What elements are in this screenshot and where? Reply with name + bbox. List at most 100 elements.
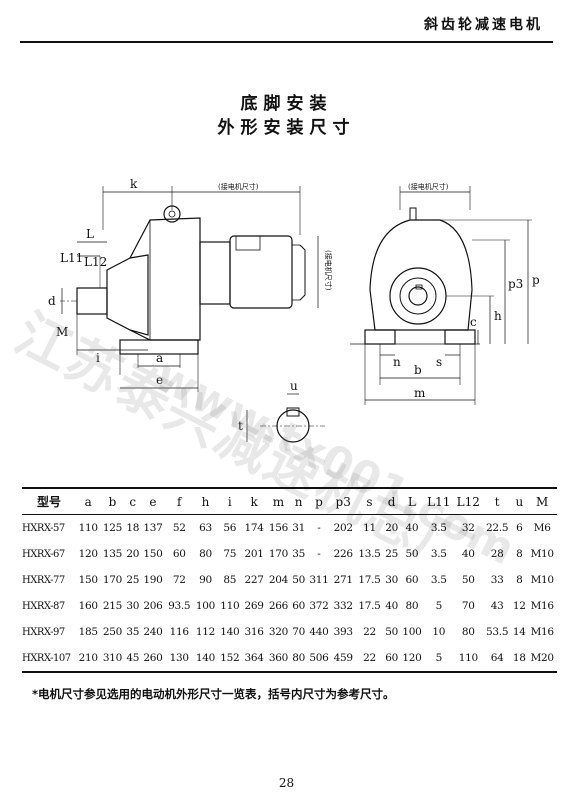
- table-cell: 85: [223, 574, 237, 586]
- table-cell: 50: [405, 548, 419, 560]
- table-cell: 160: [78, 600, 98, 612]
- label-h: h: [494, 309, 502, 323]
- table-cell: 210: [78, 652, 98, 664]
- column-header: L: [407, 494, 416, 509]
- column-header: L12: [456, 494, 480, 509]
- label-d: d: [48, 294, 56, 308]
- table-cell: M16: [530, 626, 555, 638]
- label-a: a: [156, 351, 163, 365]
- motor-dim-note-side: (接电机尺寸): [218, 182, 259, 191]
- table-cell: 20: [126, 548, 140, 560]
- label-m-lower: m: [414, 386, 426, 400]
- table-cell: 250: [102, 626, 123, 638]
- table-cell: 120: [78, 548, 98, 560]
- table-cell: 5: [435, 652, 443, 664]
- table-cell: 40: [385, 600, 399, 612]
- table-cell: 28: [490, 548, 504, 560]
- column-header: u: [515, 494, 524, 509]
- table-cell: 50: [385, 626, 399, 638]
- table-cell: 316: [244, 626, 264, 638]
- table-cell: 5: [435, 600, 443, 612]
- table-cell: 20: [385, 522, 399, 534]
- table-cell: 364: [244, 652, 264, 664]
- table-cell: 11: [363, 522, 376, 534]
- label-t: t: [238, 419, 243, 433]
- table-cell: 6: [516, 522, 523, 534]
- table-cell: 63: [199, 522, 212, 534]
- table-cell: 17.5: [358, 600, 381, 612]
- table-cell: 170: [268, 548, 288, 560]
- header-rule: [20, 41, 553, 43]
- column-header: p: [315, 494, 323, 509]
- table-cell: 260: [143, 652, 163, 664]
- table-cell: 170: [102, 574, 123, 586]
- table-cell: 227: [244, 574, 264, 586]
- table-cell: 320: [268, 626, 288, 638]
- title-line-2: 外形安装尺寸: [217, 118, 356, 138]
- column-header: h: [201, 494, 210, 509]
- table-cell: 56: [223, 522, 237, 534]
- table-cell: 52: [172, 522, 186, 534]
- table-cell: -: [317, 522, 321, 534]
- table-cell: 18: [512, 652, 526, 664]
- column-header: b: [108, 494, 117, 509]
- table-cell: 12: [512, 600, 526, 612]
- table-cell: 35: [126, 626, 140, 638]
- column-header: k: [250, 494, 258, 509]
- table-cell: 100: [402, 626, 422, 638]
- table-cell: 14: [512, 626, 526, 638]
- label-c: c: [470, 315, 477, 329]
- table-cell: 310: [102, 652, 123, 664]
- table-cell: 80: [199, 548, 212, 560]
- column-header: 型号: [36, 495, 61, 509]
- table-cell: 150: [143, 548, 163, 560]
- label-m: M: [56, 325, 68, 339]
- technical-drawing: k (接电机尺寸) (接电机尺寸) (接电机尺寸) L L11 L12 d M …: [48, 177, 540, 443]
- table-cell: 506: [309, 652, 329, 664]
- label-e: e: [156, 373, 163, 387]
- model-cell: HXRX-97: [22, 626, 65, 638]
- label-k: k: [130, 177, 138, 191]
- table-cell: 22.5: [486, 522, 509, 534]
- table-cell: M20: [530, 652, 555, 664]
- page-number: 28: [278, 776, 295, 790]
- table-cell: 18: [126, 522, 140, 534]
- table-cell: 190: [143, 574, 163, 586]
- table-cell: 440: [309, 626, 329, 638]
- column-header: M: [536, 494, 549, 509]
- table-cell: 8: [516, 574, 523, 586]
- table-cell: 459: [333, 652, 353, 664]
- table-cell: 202: [333, 522, 353, 534]
- table-cell: 3.5: [430, 522, 447, 534]
- table-cell: 120: [402, 652, 422, 664]
- table-cell: 93.5: [168, 600, 191, 612]
- table-cell: 60: [172, 548, 186, 560]
- table-cell: 30: [385, 574, 399, 586]
- table-cell: 50: [461, 574, 475, 586]
- table-cell: 360: [268, 652, 288, 664]
- table-cell: 110: [220, 600, 240, 612]
- table-cell: 45: [126, 652, 140, 664]
- table-cell: 116: [169, 626, 189, 638]
- table-cell: M6: [533, 522, 551, 534]
- column-header: p3: [335, 494, 351, 509]
- model-cell: HXRX-87: [22, 600, 65, 612]
- table-cell: M16: [530, 600, 555, 612]
- table-cell: 3.5: [430, 548, 447, 560]
- column-header: t: [494, 494, 500, 509]
- table-cell: 110: [458, 652, 478, 664]
- table-cell: 130: [169, 652, 189, 664]
- table-cell: 90: [199, 574, 212, 586]
- table-cell: 70: [292, 626, 306, 638]
- table-cell: 140: [195, 652, 216, 664]
- table-cell: 33: [490, 574, 504, 586]
- table-cell: 43: [490, 600, 504, 612]
